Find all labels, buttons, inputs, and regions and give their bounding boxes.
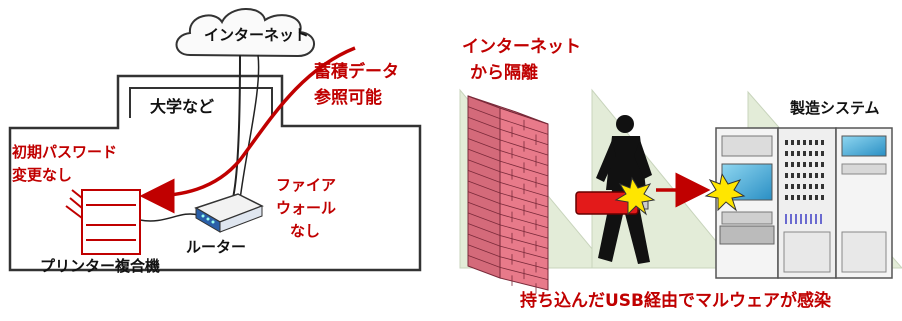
internet-cloud: [175, 8, 315, 58]
firewall-label-line2: ウォール: [276, 199, 337, 217]
isolation-label-line2: から隔離: [470, 63, 538, 83]
data-label-line1: 蓄積データ: [314, 62, 399, 82]
data-access-arrow: [139, 46, 356, 214]
printer-label: プリンター複合機: [40, 257, 161, 275]
router-printer-cable: [139, 213, 199, 222]
password-label-line2: 変更なし: [12, 166, 73, 184]
manufacturing-system-icon: [715, 127, 893, 279]
isolation-label-line1: インターネット: [462, 37, 581, 57]
router-icon: [194, 193, 264, 233]
cloud-label: インターネット: [204, 26, 310, 44]
building-inner-line: [129, 87, 273, 118]
password-label-line1: 初期パスワード: [12, 143, 118, 161]
intruder-person-icon: [596, 115, 652, 264]
firewall-label-line3: なし: [290, 222, 321, 240]
burst-icon-usb: [614, 176, 656, 216]
system-label: 製造システム: [790, 99, 880, 117]
burst-icon-system: [704, 172, 746, 212]
firewall-label-line1: ファイア: [276, 176, 337, 194]
firewall-brick-wall: [467, 95, 549, 294]
router-label: ルーター: [186, 238, 247, 256]
building-label: 大学など: [150, 97, 215, 116]
internet-cable: [231, 54, 241, 203]
data-label-line2: 参照可能: [314, 88, 382, 108]
infection-caption: 持ち込んだUSB経由でマルウェアが感染: [520, 291, 832, 311]
internet-cable-2: [239, 54, 260, 201]
printer-icon: [65, 189, 141, 255]
